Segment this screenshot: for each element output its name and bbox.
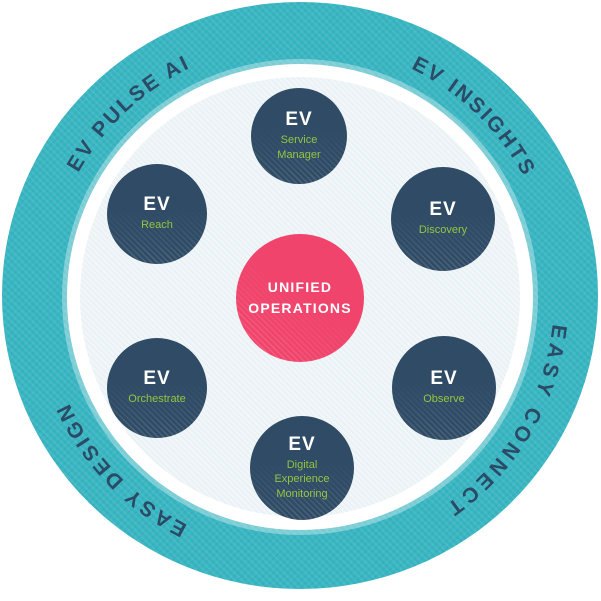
node-ev-service-manager: EV Service Manager bbox=[251, 88, 347, 184]
node-brand: EV bbox=[429, 199, 457, 221]
node-brand: EV bbox=[143, 194, 171, 216]
node-brand: EV bbox=[285, 109, 313, 131]
node-label: Digital Experience Monitoring bbox=[274, 459, 330, 500]
node-ev-discovery: EV Discovery bbox=[391, 167, 495, 271]
node-label: Orchestrate bbox=[128, 393, 186, 406]
node-label: Discovery bbox=[418, 224, 468, 237]
node-label: Reach bbox=[141, 219, 173, 232]
node-brand: EV bbox=[430, 368, 458, 390]
node-ev-reach: EV Reach bbox=[107, 164, 207, 264]
node-brand: EV bbox=[143, 368, 171, 390]
hub-title: UNIFIED OPERATIONS bbox=[248, 279, 352, 316]
node-ev-orchestrate: EV Orchestrate bbox=[107, 338, 207, 438]
node-brand: EV bbox=[288, 434, 316, 456]
node-ev-observe: EV Observe bbox=[392, 336, 496, 440]
node-label: Observe bbox=[423, 393, 465, 406]
hub-unified-operations: UNIFIED OPERATIONS bbox=[236, 234, 364, 362]
node-label: Service Manager bbox=[277, 134, 321, 161]
node-ev-digital-experience-monitoring: EV Digital Experience Monitoring bbox=[250, 416, 354, 520]
